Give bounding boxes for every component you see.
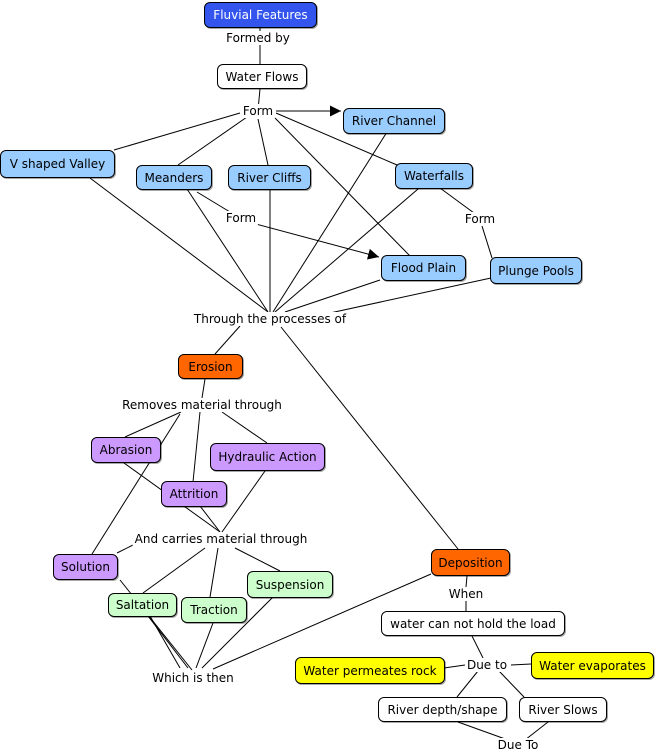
node-water-flows[interactable]: Water Flows: [217, 64, 307, 89]
node-river-cliffs[interactable]: River Cliffs: [228, 165, 311, 190]
node-fluvial-features[interactable]: Fluvial Features: [204, 2, 317, 28]
label-carries-material: And carries material through: [132, 532, 310, 546]
label-form-meanders: Form: [223, 211, 259, 225]
node-water-evaporates[interactable]: Water evaporates: [531, 652, 654, 679]
node-v-shaped-valley[interactable]: V shaped Valley: [0, 150, 115, 178]
node-traction[interactable]: Traction: [181, 597, 247, 623]
label-form-waterfalls: Form: [462, 212, 498, 226]
label-formed-by: Formed by: [224, 31, 292, 45]
node-river-depth-shape[interactable]: River depth/shape: [378, 697, 507, 722]
label-through-processes: Through the processes of: [191, 312, 349, 326]
label-due-to: Due to: [464, 658, 510, 672]
node-solution[interactable]: Solution: [53, 554, 118, 580]
label-which-is-then: Which is then: [150, 671, 236, 685]
label-when: When: [446, 587, 486, 601]
node-hydraulic-action[interactable]: Hydraulic Action: [210, 443, 325, 471]
node-suspension[interactable]: Suspension: [247, 571, 333, 598]
label-removes-material: Removes material through: [120, 398, 284, 412]
label-due-to-bottom: Due To: [495, 738, 541, 752]
node-meanders[interactable]: Meanders: [136, 165, 212, 190]
node-river-channel[interactable]: River Channel: [343, 108, 445, 134]
node-water-cannot-hold-load[interactable]: water can not hold the load: [381, 611, 565, 636]
node-saltation[interactable]: Saltation: [108, 593, 177, 617]
node-abrasion[interactable]: Abrasion: [91, 437, 161, 463]
node-erosion[interactable]: Erosion: [178, 354, 243, 379]
node-plunge-pools[interactable]: Plunge Pools: [490, 257, 582, 284]
label-form-main: Form: [240, 104, 276, 118]
node-water-permeates-rock[interactable]: Water permeates rock: [295, 657, 445, 684]
node-waterfalls[interactable]: Waterfalls: [395, 163, 473, 189]
node-river-slows[interactable]: River Slows: [519, 697, 607, 722]
node-deposition[interactable]: Deposition: [431, 549, 510, 576]
node-attrition[interactable]: Attrition: [161, 481, 227, 507]
node-flood-plain[interactable]: Flood Plain: [381, 255, 466, 281]
